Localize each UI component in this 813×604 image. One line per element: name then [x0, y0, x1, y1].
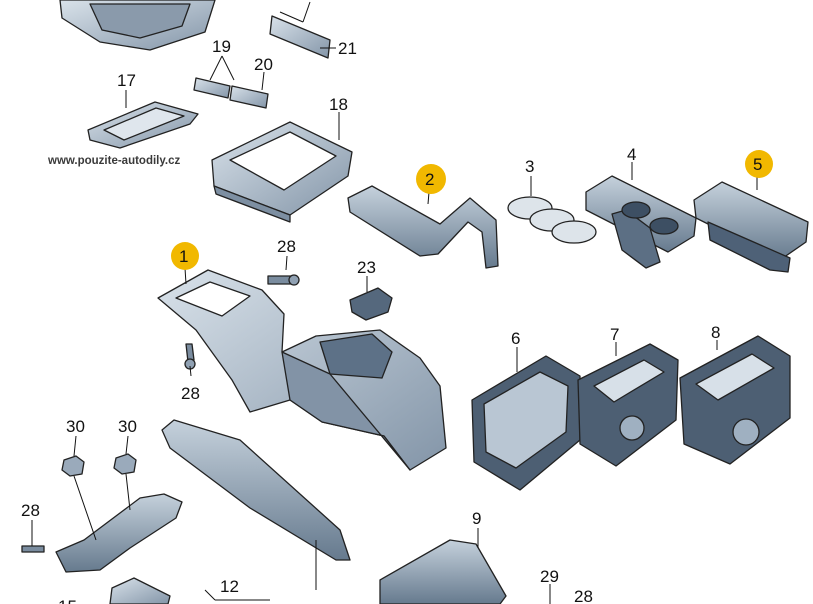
callout-12: 12 [220, 577, 239, 596]
part-30-nut-b [113, 453, 137, 475]
callout-19: 19 [212, 37, 231, 56]
watermark-text: www.pouzite-autodily.cz [47, 155, 181, 167]
part-20-cap [229, 85, 269, 109]
part-28-screw-low [21, 545, 45, 553]
part-bracket [55, 493, 183, 573]
callout-28-bottom: 28 [574, 587, 593, 604]
part-8-panel [679, 335, 791, 465]
callout-7: 7 [610, 325, 619, 344]
callout-28-top: 28 [277, 237, 296, 256]
callout-3: 3 [525, 157, 534, 176]
callout-2: 2 [425, 170, 434, 189]
part-28-screw-mid [184, 343, 196, 370]
part-7-panel [577, 343, 679, 467]
callout-20: 20 [254, 55, 273, 74]
callout-9: 9 [472, 509, 481, 528]
callout-15: 15 [58, 597, 77, 604]
part-23-plug [349, 287, 393, 321]
part-1-console [157, 269, 447, 471]
part-bottom-left [109, 577, 171, 604]
part-28-screw-top [267, 274, 300, 286]
callout-30-a: 30 [66, 417, 85, 436]
part-mat [161, 419, 351, 561]
part-9-bracket [379, 539, 507, 604]
part-30-nut-a [61, 455, 85, 477]
part-19-caps [193, 77, 231, 99]
part-17-mat [87, 101, 199, 149]
part-4-cupholder [585, 175, 697, 269]
leader-lines [31, 1, 758, 604]
highlight-5 [745, 150, 773, 178]
callout-17: 17 [117, 71, 136, 90]
callout-29: 29 [540, 567, 559, 586]
callout-8: 8 [711, 323, 720, 342]
callout-23: 23 [357, 258, 376, 277]
highlight-1 [171, 242, 199, 270]
part-2-cover [347, 185, 499, 269]
callout-28-low: 28 [21, 501, 40, 520]
part-18-frame [211, 121, 353, 223]
callout-28-mid: 28 [181, 384, 200, 403]
callout-30-b: 30 [118, 417, 137, 436]
callout-1: 1 [179, 247, 188, 266]
highlight-2 [416, 164, 446, 194]
callout-5: 5 [753, 155, 762, 174]
part-5-cupholder [693, 181, 809, 273]
callout-6: 6 [511, 329, 520, 348]
callout-18: 18 [329, 95, 348, 114]
part-6-panel [471, 355, 581, 491]
part-21-strip [269, 15, 331, 59]
part-top-tray [59, 0, 216, 51]
callout-21: 21 [338, 39, 357, 58]
callout-4: 4 [627, 145, 636, 164]
part-3-liner [507, 196, 597, 244]
